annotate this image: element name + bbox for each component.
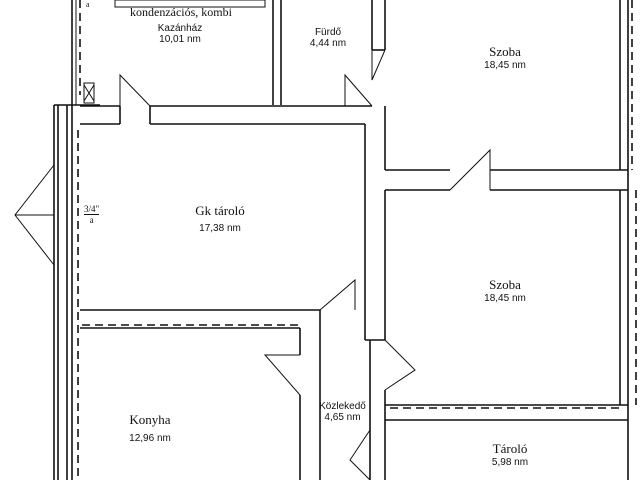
- pipe-size-label: 3/4" a: [84, 204, 100, 225]
- walls: [53, 0, 629, 480]
- room-gk-tarolo: Gk tároló 17,38 nm: [180, 203, 260, 234]
- room-name: Tároló: [492, 441, 528, 456]
- boiler-symbol: [83, 0, 266, 104]
- room-name: Szoba: [489, 277, 521, 292]
- room-kozlekedo: Közlekedő 4,65 nm: [310, 401, 375, 423]
- room-szoba-2: Szoba 18,45 nm: [475, 277, 535, 304]
- room-area: 17,38 nm: [199, 223, 241, 234]
- room-area: 5,98 nm: [491, 457, 529, 468]
- room-name: Szoba: [489, 44, 521, 59]
- room-szoba-1: Szoba 18,45 nm: [475, 44, 535, 71]
- room-area: 12,96 nm: [129, 433, 171, 444]
- room-name: Gk tároló: [195, 203, 245, 218]
- room-area: 4,44 nm: [309, 38, 347, 49]
- room-name: Kazánház: [157, 23, 203, 34]
- pipe-mark: a: [89, 215, 94, 225]
- room-tarolo: Tároló 5,98 nm: [480, 441, 540, 468]
- room-area: 10,01 nm: [159, 34, 201, 45]
- room-name: Közlekedő: [319, 401, 366, 412]
- boiler-note: kondenzációs, kombi: [130, 5, 232, 19]
- room-area: 18,45 nm: [484, 60, 526, 71]
- room-konyha: Konyha 12,96 nm: [115, 412, 185, 444]
- room-name: Fürdő: [314, 27, 342, 38]
- room-furdo: Fürdő 4,44 nm: [298, 27, 358, 49]
- room-kazanhaz: Kazánház 10,01 nm: [150, 23, 210, 45]
- pipe-lines: [77, 0, 637, 480]
- room-area: 18,45 nm: [484, 293, 526, 304]
- door-swings: [14, 49, 491, 480]
- pipe-size: 3/4": [84, 204, 100, 215]
- pipe-mark-top: a: [86, 0, 90, 9]
- room-name: Konyha: [129, 412, 171, 427]
- room-area: 4,65 nm: [324, 412, 361, 423]
